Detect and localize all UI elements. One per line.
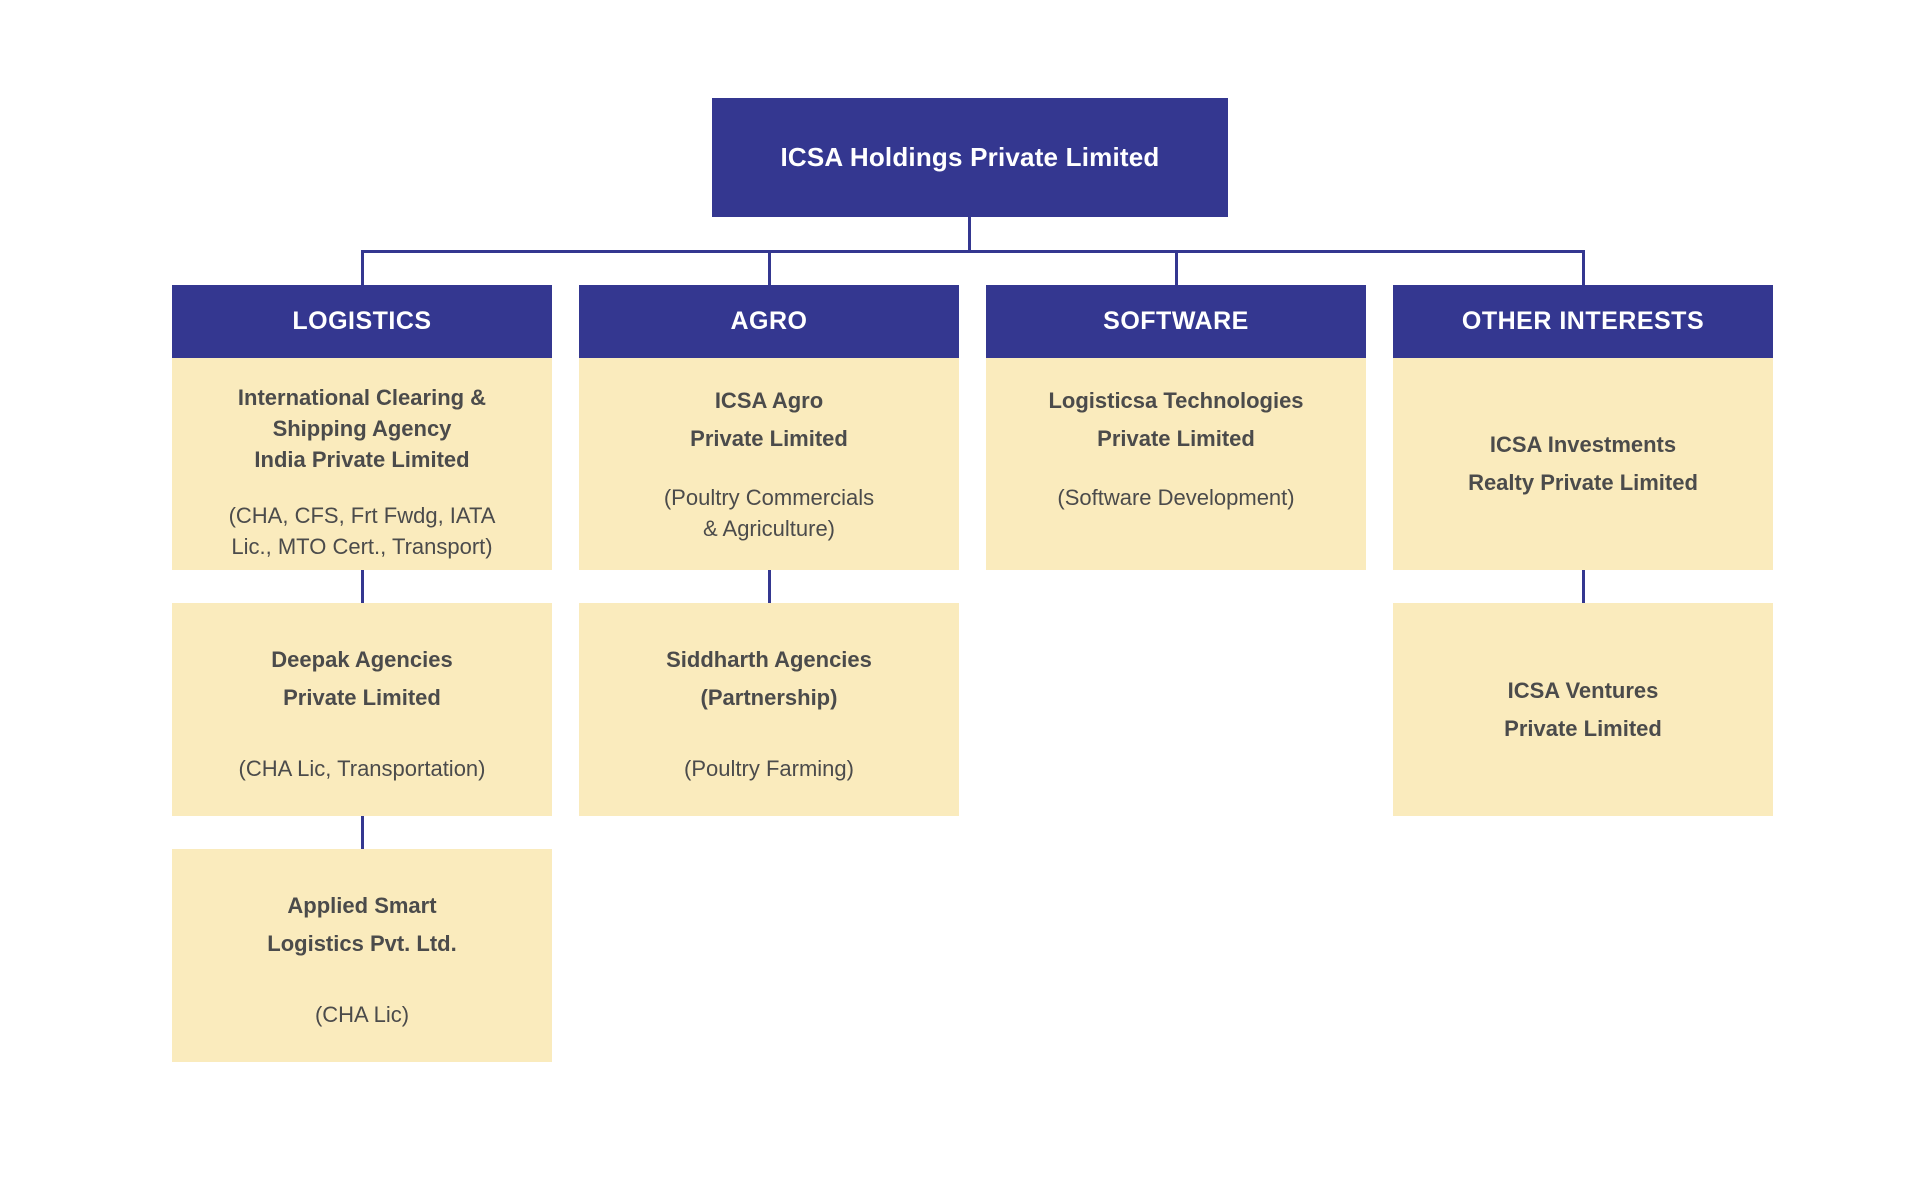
connector-agro-stub-1 — [768, 570, 771, 603]
company-name-line: Private Limited — [1097, 425, 1255, 451]
company-detail: (CHA Lic, Transportation) — [239, 753, 486, 784]
company-name-line: Logisticsa Technologies — [1048, 388, 1304, 413]
company-detail-line: (CHA Lic) — [314, 1001, 410, 1027]
company-detail-line: (CHA, CFS, Frt Fwdg, IATA — [228, 502, 496, 528]
connector-column-drop-1 — [768, 250, 771, 287]
company-name-line: ICSA Investments — [1489, 432, 1677, 458]
company-name-line: ICSA Agro — [714, 388, 824, 413]
company-detail: (Software Development) — [1057, 482, 1294, 513]
column-header-agro: AGRO — [579, 285, 959, 358]
company-name-line: Deepak Agencies — [271, 647, 453, 672]
company-detail: (Poultry Farming) — [684, 753, 854, 784]
company-detail: (CHA Lic) — [315, 999, 409, 1030]
company-detail-line: (Poultry Commercials — [663, 484, 875, 510]
connector-horizontal-rail — [361, 250, 1585, 253]
company-name-line: (Partnership) — [700, 684, 838, 710]
connector-root-stub — [968, 217, 971, 253]
connector-logistics-stub-2 — [361, 816, 364, 849]
company-detail: (CHA, CFS, Frt Fwdg, IATA Lic., MTO Cert.… — [229, 500, 496, 562]
company-detail: (Poultry Commercials & Agriculture) — [664, 482, 874, 544]
company-box-agro-1: Siddharth Agencies (Partnership) (Poultry … — [579, 603, 959, 816]
connector-column-drop-3 — [1582, 250, 1585, 287]
company-name-line: Shipping Agency — [272, 416, 452, 442]
company-name-line: ICSA Ventures — [1507, 677, 1659, 703]
company-name-line: India Private Limited — [254, 447, 470, 473]
connector-logistics-stub-1 — [361, 570, 364, 603]
company-name: Siddharth Agencies (Partnership) — [666, 641, 872, 717]
company-name-line: Applied Smart — [287, 893, 437, 918]
company-name-line: Private Limited — [283, 684, 441, 710]
company-name-line: International Clearing & — [237, 385, 487, 410]
company-detail-line: Lic., MTO Cert., Transport) — [231, 533, 493, 559]
company-name-line: Logistics Pvt. Ltd. — [267, 930, 457, 956]
root-company-title: ICSA Holdings Private Limited — [780, 142, 1160, 172]
root-company-box: ICSA Holdings Private Limited — [712, 98, 1228, 217]
column-header-software: SOFTWARE — [986, 285, 1366, 358]
company-detail-line: (Software Development) — [1057, 484, 1295, 510]
column-header-logistics: LOGISTICS — [172, 285, 552, 358]
connector-column-drop-0 — [361, 250, 364, 287]
column-header-other-interests: OTHER INTERESTS — [1393, 285, 1773, 358]
company-detail-line: & Agriculture) — [702, 515, 836, 541]
company-detail-line: (CHA Lic, Transportation) — [238, 755, 486, 781]
company-detail-line: (Poultry Farming) — [684, 755, 854, 781]
company-name-line: Realty Private Limited — [1468, 470, 1698, 495]
company-name-line: Private Limited — [690, 425, 848, 451]
company-name-line: Private Limited — [1504, 715, 1662, 741]
connector-other-interests-stub-1 — [1582, 570, 1585, 603]
company-name-line: Siddharth Agencies — [666, 647, 872, 672]
connector-column-drop-2 — [1175, 250, 1178, 287]
